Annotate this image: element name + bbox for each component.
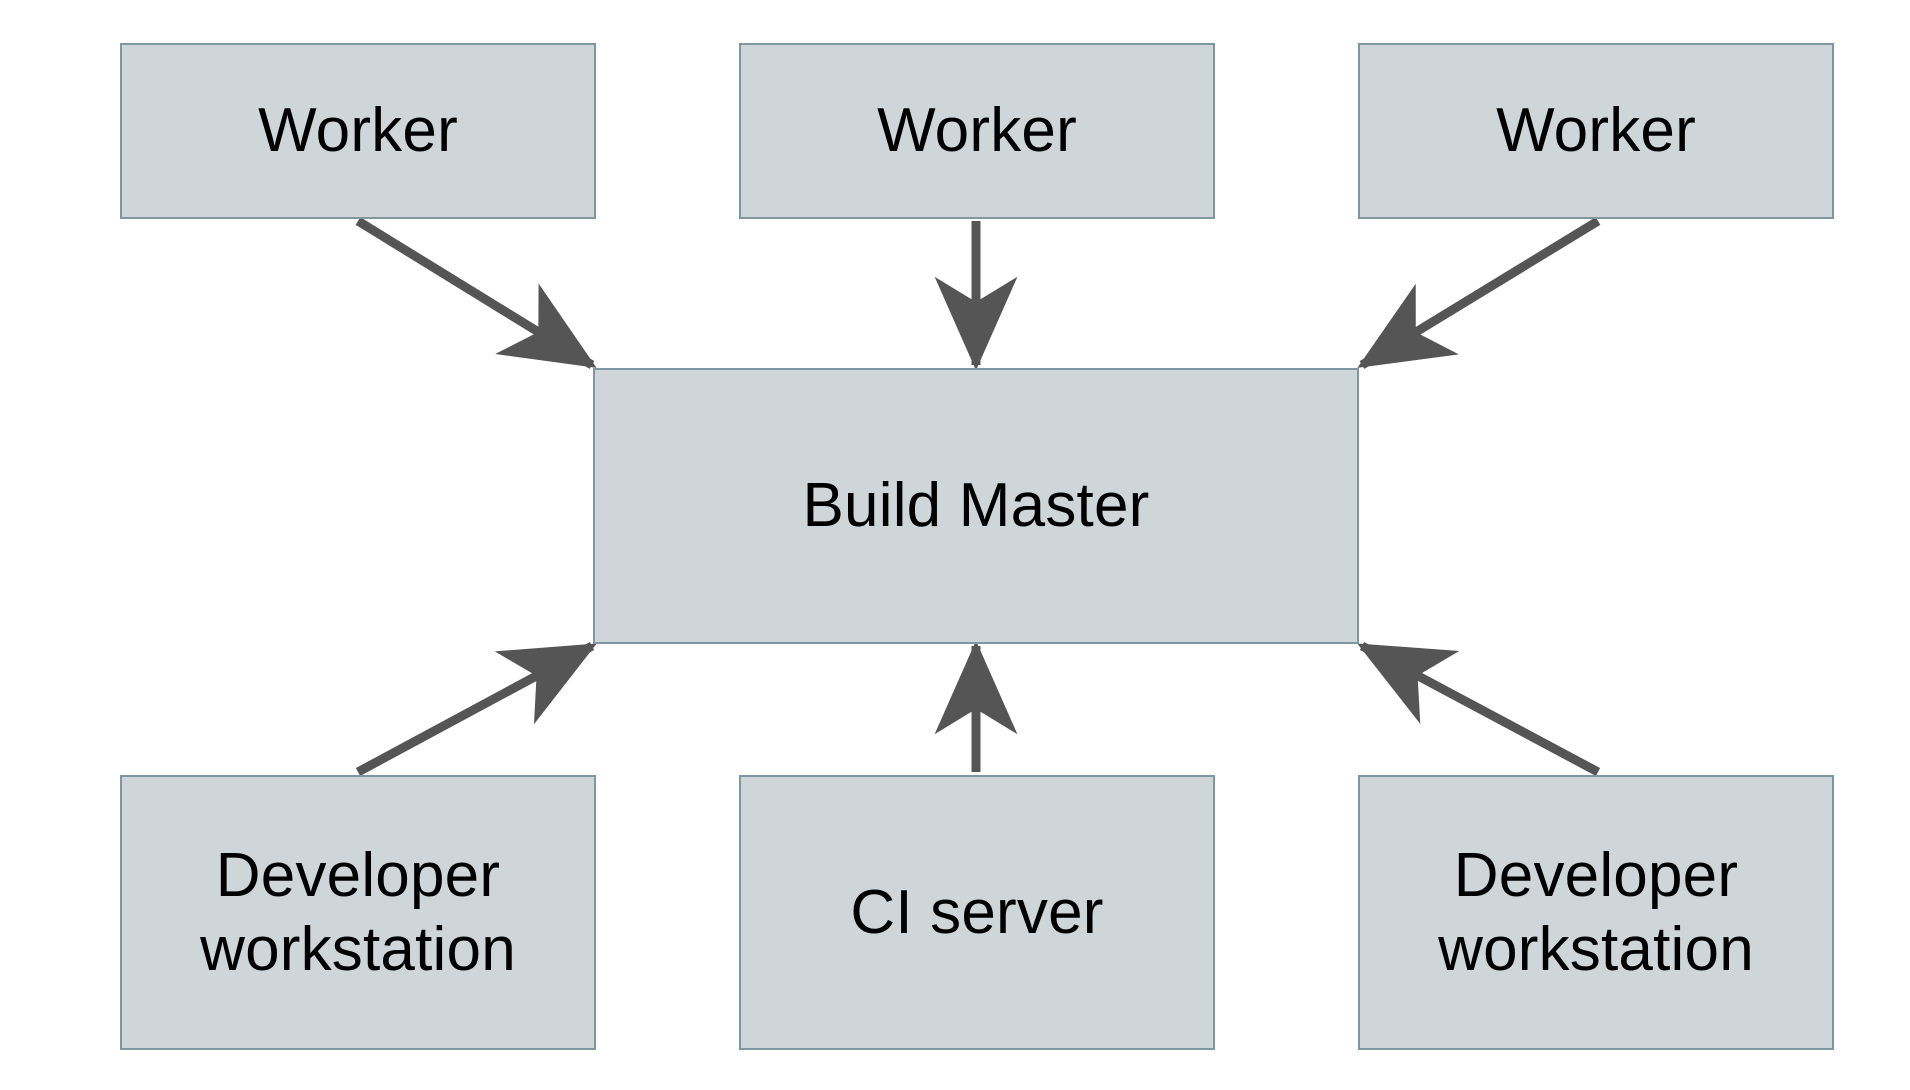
- edge-worker-3-to-build-master: [1357, 217, 1601, 369]
- node-developer-workstation-left-label: Developer workstation: [200, 841, 516, 984]
- node-worker-1[interactable]: Worker: [120, 43, 596, 219]
- edge-worker-1-to-build-master: [355, 217, 597, 369]
- node-worker-3[interactable]: Worker: [1358, 43, 1834, 219]
- node-worker-2-label: Worker: [877, 96, 1077, 166]
- node-build-master-label: Build Master: [802, 471, 1150, 541]
- node-build-master[interactable]: Build Master: [593, 368, 1359, 644]
- node-developer-workstation-right-label: Developer workstation: [1438, 841, 1754, 984]
- node-worker-3-label: Worker: [1496, 96, 1696, 166]
- edge-dev-left-to-build-master: [355, 642, 597, 776]
- node-worker-2[interactable]: Worker: [739, 43, 1215, 219]
- node-ci-server-label: CI server: [850, 877, 1104, 947]
- node-developer-workstation-left[interactable]: Developer workstation: [120, 775, 596, 1050]
- node-worker-1-label: Worker: [258, 96, 458, 166]
- edge-dev-right-to-build-master: [1357, 642, 1601, 776]
- node-ci-server[interactable]: CI server: [739, 775, 1215, 1050]
- node-developer-workstation-right[interactable]: Developer workstation: [1358, 775, 1834, 1050]
